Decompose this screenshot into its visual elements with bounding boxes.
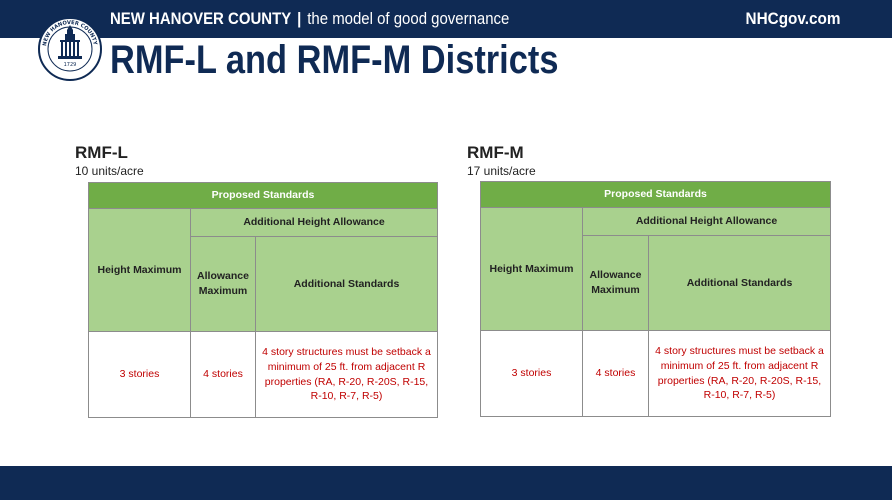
additional-height-allowance-header: Additional Height Allowance [581, 207, 832, 236]
footer-bar [0, 466, 892, 500]
page-title: RMF-L and RMF-M Districts [110, 38, 559, 82]
standards-table-rmf-l: Proposed Standards Height Maximum Additi… [87, 182, 439, 418]
height-maximum-header: Height Maximum [480, 207, 583, 331]
seal-year: 1729 [64, 62, 77, 68]
height-maximum-value: 3 stories [480, 330, 583, 417]
allowance-maximum-value: 4 stories [582, 330, 649, 417]
additional-standards-value: 4 story structures must be setback a min… [254, 331, 439, 418]
allowance-maximum-header: Allowance Maximum [582, 235, 649, 331]
height-maximum-header: Height Maximum [88, 208, 191, 332]
county-seal-logo: NEW HANOVER COUNTY NORTH CAROLINA 1729 [36, 8, 102, 86]
brand-separator: | [297, 9, 302, 28]
county-tagline: the model of good governance [307, 9, 510, 28]
proposed-standards-header: Proposed Standards [479, 181, 832, 208]
additional-standards-header: Additional Standards [647, 235, 832, 331]
district-density-rmf-l: 10 units/acre [75, 164, 144, 178]
additional-height-allowance-header: Additional Height Allowance [189, 208, 439, 237]
district-name-rmf-l: RMF-L [75, 143, 128, 162]
county-brand: NEW HANOVER COUNTY | the model of good g… [110, 9, 509, 29]
height-maximum-value: 3 stories [88, 331, 191, 418]
site-url[interactable]: NHCgov.com [745, 9, 840, 28]
allowance-maximum-header: Allowance Maximum [190, 236, 256, 332]
district-name-rmf-m: RMF-M [467, 143, 524, 162]
standards-table-rmf-m: Proposed Standards Height Maximum Additi… [479, 181, 832, 417]
additional-standards-value: 4 story structures must be setback a min… [647, 330, 832, 417]
additional-standards-header: Additional Standards [254, 236, 439, 332]
county-name: NEW HANOVER COUNTY [110, 9, 292, 28]
proposed-standards-header: Proposed Standards [87, 182, 439, 209]
allowance-maximum-value: 4 stories [190, 331, 256, 418]
district-density-rmf-m: 17 units/acre [467, 164, 536, 178]
header-bar: NEW HANOVER COUNTY | the model of good g… [0, 0, 892, 38]
